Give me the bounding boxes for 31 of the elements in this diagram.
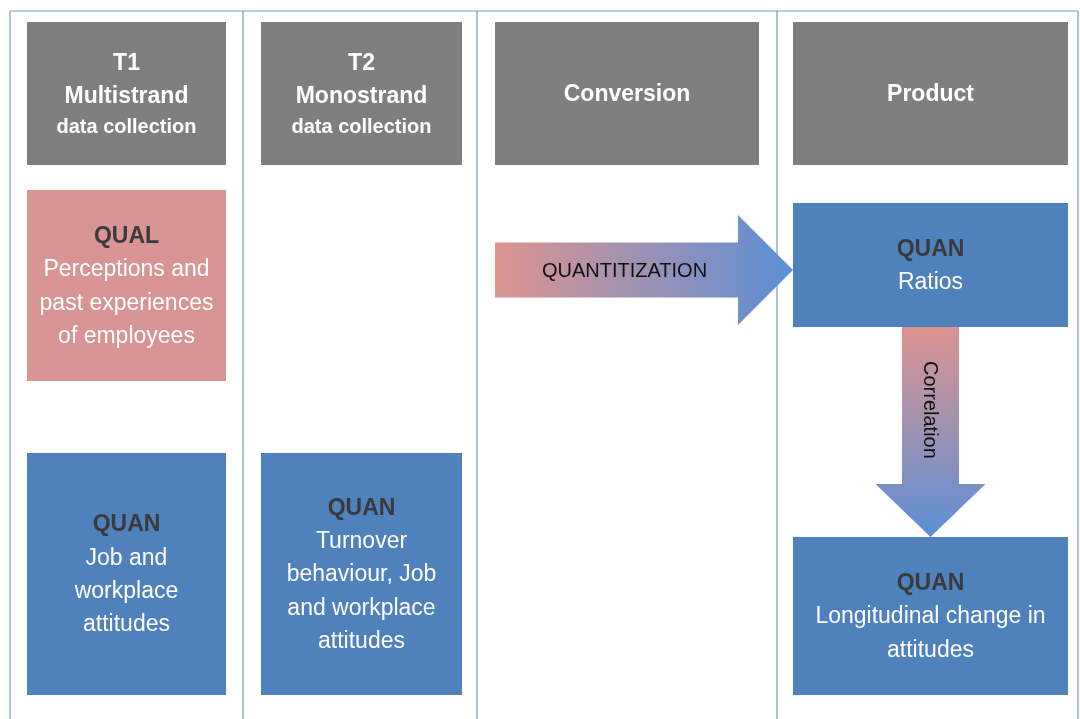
box-heading: Conversion	[563, 78, 691, 108]
box-text: data collection	[291, 114, 432, 140]
header-box	[495, 22, 759, 165]
box-text: Multistrand	[64, 81, 189, 110]
header-box	[793, 22, 1068, 165]
box-text: Job and workplace attitudes	[73, 542, 180, 639]
box-heading: T1	[113, 47, 140, 77]
box-heading: T2	[348, 47, 375, 77]
box-text: Monostrand	[295, 81, 428, 110]
box-text: Turnover behaviour, Job and workplace attitudes	[285, 526, 438, 655]
box-text: Ratios	[897, 267, 964, 296]
box-text: Longitudinal change in attitudes	[814, 601, 1047, 664]
box-heading: QUAL	[93, 220, 160, 250]
box-heading: Product	[887, 78, 974, 108]
edge-label: QUANTITIZATION	[541, 258, 708, 282]
box-text: data collection	[56, 114, 197, 140]
box-heading: QUAN	[92, 509, 161, 539]
quantitative-box	[793, 203, 1068, 327]
quantitative-box	[261, 453, 462, 695]
block-arrow	[495, 215, 793, 325]
block-arrow	[875, 327, 986, 537]
box-heading: QUAN	[896, 233, 965, 263]
quantitative-box	[793, 537, 1068, 695]
box-heading: QUAN	[896, 568, 965, 597]
qualitative-box	[27, 190, 226, 381]
header-box	[27, 22, 226, 165]
box-text: Perceptions and past experiences of employees	[38, 254, 215, 350]
box-heading: QUAN	[327, 492, 396, 522]
header-box	[261, 22, 462, 165]
quantitative-box	[27, 453, 226, 695]
edge-label: Correlation	[919, 360, 942, 459]
